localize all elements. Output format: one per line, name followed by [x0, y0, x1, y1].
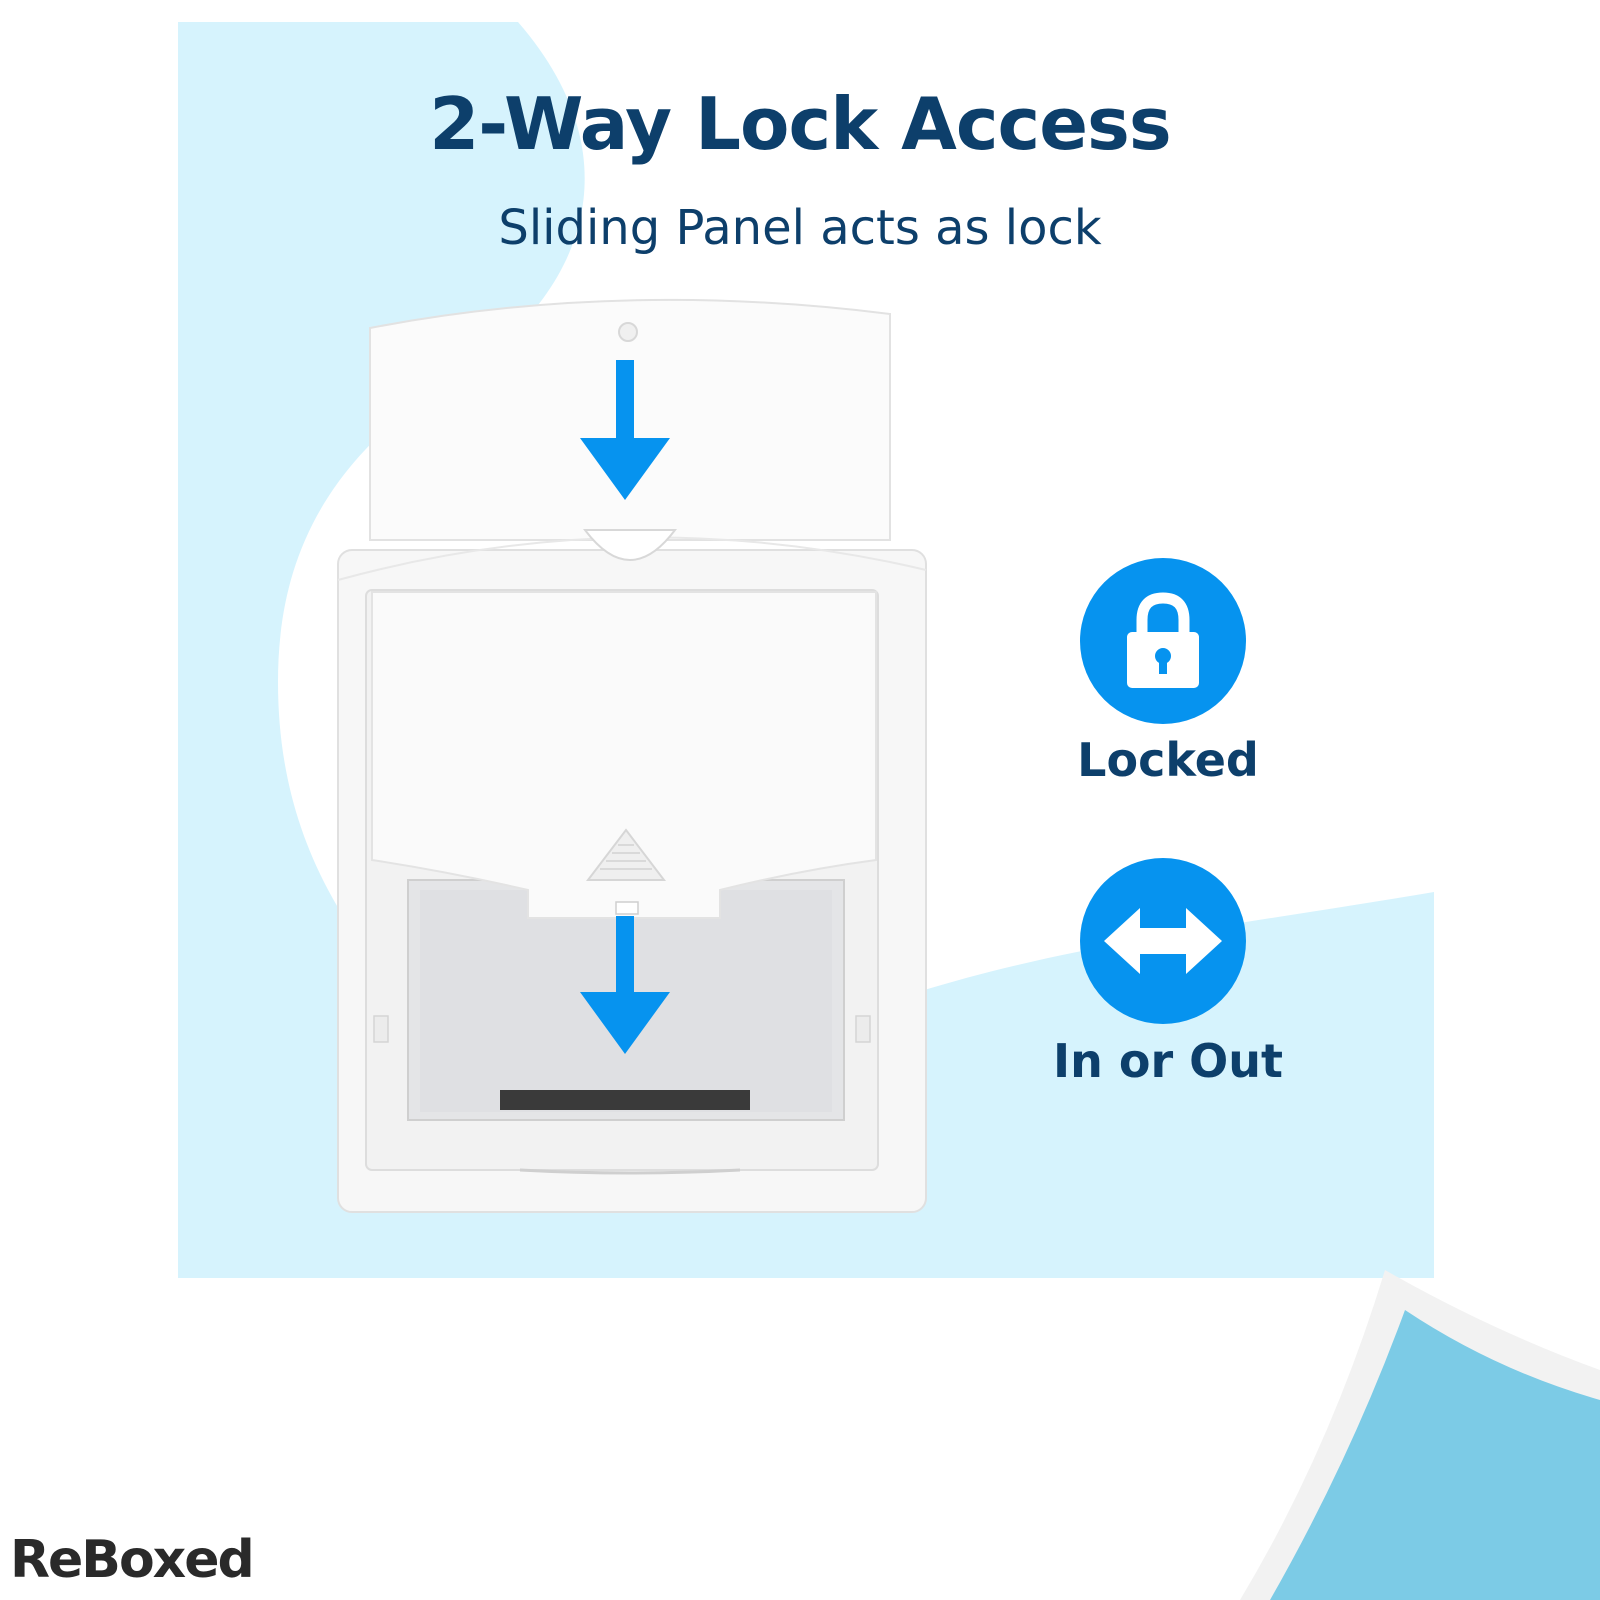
- locked-label: Locked: [1077, 733, 1259, 787]
- page-curl-decoration: [1240, 1270, 1600, 1600]
- in-or-out-label: In or Out: [1052, 1034, 1284, 1088]
- double-arrow-badge: [1080, 858, 1246, 1024]
- pet-door-illustration: [337, 298, 927, 1213]
- padlock-icon: [1127, 592, 1199, 688]
- headline: 2-Way Lock Access: [429, 82, 1172, 166]
- padlock-badge: [1080, 558, 1246, 724]
- brand-logo: ReBoxed: [10, 1530, 255, 1590]
- double-arrow-icon: [1104, 908, 1222, 974]
- down-arrow-icon: [580, 360, 670, 500]
- subheadline: Sliding Panel acts as lock: [498, 200, 1102, 256]
- down-arrow-icon-lower: [580, 916, 670, 1054]
